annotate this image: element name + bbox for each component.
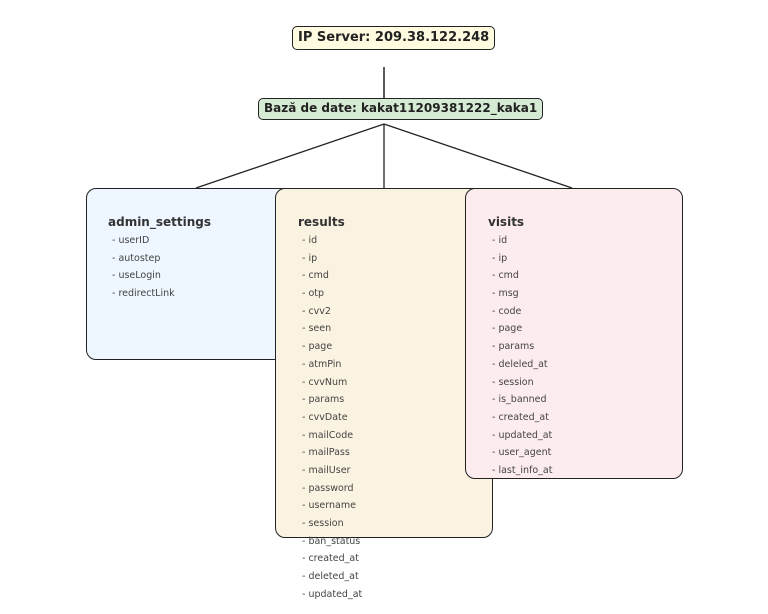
field-item: - deleted_at	[302, 571, 359, 583]
field-item: - userID	[112, 235, 150, 246]
field-item: - seen	[302, 323, 332, 335]
database-to-visits-line	[383, 123, 573, 189]
server-node: IP Server: 209.38.122.248	[292, 26, 496, 50]
field-item: - session	[492, 376, 534, 388]
database-node: Bază de date: kakat11209381222_kaka1	[258, 98, 544, 120]
results-table: results - id- ip- cmd- otp- cvv2- seen- …	[298, 213, 362, 603]
field-item: - useLogin	[112, 270, 161, 282]
field-item: - cvv2	[302, 305, 331, 317]
field-item: - cmd	[302, 270, 329, 282]
field-item: - cvvDate	[302, 411, 348, 423]
field-item: - cvvNum	[302, 376, 348, 388]
results-table-box	[275, 188, 493, 538]
visits-table-box	[465, 188, 683, 479]
field-item: - id	[302, 235, 318, 246]
field-item: - user_agent	[492, 447, 552, 459]
field-item: - mailUser	[302, 464, 351, 476]
field-item: - msg	[492, 288, 519, 300]
field-list: - id - ip - cmd - msg - code - page - params - …	[488, 232, 552, 480]
server-label: IP Server: 209.38.122.248	[298, 30, 490, 45]
admin-settings-table-box	[86, 188, 303, 360]
field-item: - username	[302, 500, 356, 512]
field-item: - autostep	[112, 252, 161, 264]
database-to-admin-settings-line	[195, 123, 385, 189]
field-item: - updated_at	[302, 588, 363, 600]
field-item: - cmd	[492, 270, 519, 282]
table-name: results	[298, 215, 345, 229]
field-item: - ban_status	[302, 535, 361, 547]
field-item: - code	[492, 305, 522, 317]
field-item: - mailCode	[302, 429, 354, 441]
field-item: - atmPin	[302, 358, 342, 370]
field-item: - created_at	[302, 553, 359, 565]
field-item: - deleled_at	[492, 358, 548, 370]
field-item: - redirectLink	[112, 288, 175, 300]
field-item: - updated_at	[492, 429, 553, 441]
field-item: - page	[302, 341, 333, 353]
field-item: - ip	[302, 252, 318, 264]
field-item: - otp	[302, 288, 325, 300]
database-label: Bază de date: kakat11209381222_kaka1	[264, 101, 538, 115]
field-item: - params	[492, 341, 535, 353]
admin-settings-table: admin_settings - userID - autostep - useLo…	[108, 213, 211, 303]
field-item: - created_at	[492, 411, 549, 423]
field-item: - session	[302, 518, 344, 529]
field-item: - page	[492, 323, 523, 335]
field-list: - userID - autostep - useLogin - redirectLi…	[108, 232, 211, 303]
field-item: - password	[302, 482, 354, 494]
field-item: - id	[492, 235, 508, 246]
field-item: - last_info_at	[492, 464, 553, 476]
table-name: visits	[488, 215, 525, 229]
field-item: - is_banned	[492, 394, 547, 406]
field-list: - id - ip - cmd - otp - cvv2 - seen - page - at…	[298, 232, 362, 603]
field-item: - mailPass	[302, 447, 350, 459]
field-item: - ip	[492, 252, 508, 264]
field-item: - params	[302, 394, 345, 406]
visits-table: visits - id - ip - cmd - msg - code - page - p…	[488, 213, 552, 480]
table-name: admin_settings	[108, 215, 211, 229]
